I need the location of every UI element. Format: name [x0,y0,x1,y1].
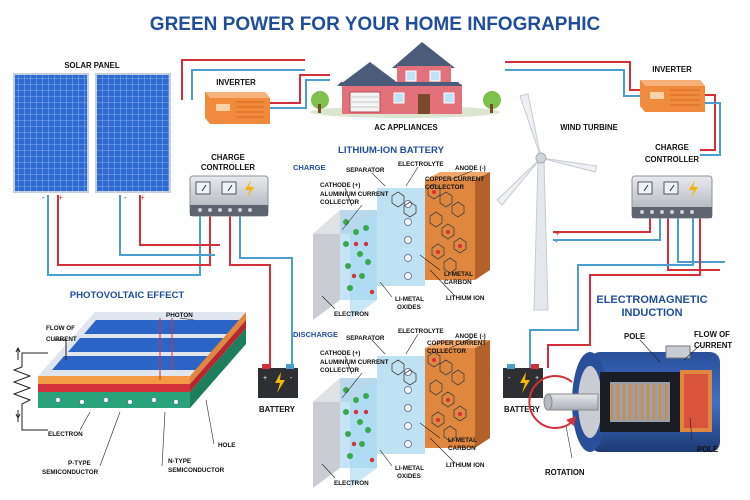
inverter-left-label: INVERTER [216,78,256,87]
discharge-tag: DISCHARGE [293,330,338,339]
li-ion-cell-discharge [313,340,490,488]
li-charge-lithium-ion: LITHIUM ION [446,295,485,302]
solar-panel: - + - + [13,73,171,202]
pv-callouts [79,317,215,467]
motor [528,345,720,452]
li-discharge-electron: ELECTRON [334,480,369,487]
pv-hole: HOLE [218,442,236,449]
pv-n-type-1: N-TYPE [168,458,191,465]
pv-electron: ELECTRON [48,431,83,438]
li-charge-copper-2: COLLECTOR [425,184,465,191]
svg-text:+: + [263,375,267,382]
charge-controller-left [189,175,269,217]
li-charge-separator: SEPARATOR [346,167,385,174]
li-ion-title: LITHIUM-ION BATTERY [338,145,445,156]
li-charge-anode: ANODE (-) [455,165,486,172]
pv-circuit [12,339,67,431]
li-discharge-lithium-ion: LITHIUM ION [446,462,485,469]
li-charge-electrolyte: ELECTROLYTE [398,161,444,168]
house [310,42,501,118]
li-discharge-li-metal-carbon-1: LI-METAL [448,437,477,444]
bolt-icon [245,180,254,198]
charge-controller-left-label-2: CONTROLLER [201,163,256,172]
li-discharge-copper-2: COLLECTOR [427,348,467,355]
battery-left: +- [258,364,298,398]
em-pole-top: POLE [624,332,645,341]
li-charge-copper-1: COPPER CURRENT [425,176,484,183]
solar-panel-label: SOLAR PANEL [64,61,120,70]
inverter-left [205,92,270,124]
wind-turbine: + - [496,93,598,311]
li-discharge-copper-1: COPPER CURRENT [427,340,486,347]
charge-controller-left-label-1: CHARGE [211,153,245,162]
li-charge-aluminium-1: ALUMINIUM CURRENT [320,191,389,198]
em-flow-2: CURRENT [694,341,732,350]
em-pole-bottom: POLE [697,445,718,454]
li-charge-li-metal-oxides-1: LI-METAL [395,296,424,303]
li-ion-charge-callouts [321,166,473,310]
ac-appliances-label: AC APPLIANCES [374,123,437,132]
li-discharge-cathode: CATHODE (+) [320,350,360,357]
pv-p-type-1: P-TYPE [68,460,91,467]
pv-flow-1: FLOW OF [46,325,75,332]
pv-n-type-2: SEMICONDUCTOR [168,467,225,474]
li-discharge-li-metal-carbon-2: CARBON [448,445,476,452]
svg-text:-: - [290,375,293,382]
svg-text:-: - [555,237,558,246]
svg-text:+: + [58,193,63,202]
li-charge-li-metal-carbon-2: CARBON [444,279,472,286]
li-charge-cathode: CATHODE (+) [320,182,360,189]
li-discharge-anode: ANODE (-) [455,333,486,340]
em-title-2: INDUCTION [621,307,682,319]
li-discharge-aluminium-1: ALUMINIUM CURRENT [320,359,389,366]
pv-flow-2: CURRENT [46,336,77,343]
inverter-right [640,80,705,112]
charge-tag: CHARGE [293,163,326,172]
pv-p-type-2: SEMICONDUCTOR [42,469,99,476]
li-discharge-li-metal-oxides-1: LI-METAL [395,465,424,472]
em-rotation: ROTATION [545,468,585,477]
pv-title: PHOTOVOLTAIC EFFECT [70,290,185,301]
wind-turbine-label: WIND TURBINE [560,123,618,132]
li-discharge-electrolyte: ELECTROLYTE [398,328,444,335]
charge-controller-right-label-1: CHARGE [655,143,689,152]
charge-controller-right-label-2: CONTROLLER [645,155,700,164]
bolt-icon [689,180,698,198]
battery-right-label: BATTERY [504,405,541,414]
page-title: GREEN POWER FOR YOUR HOME INFOGRAPHIC [150,14,601,35]
svg-text:-: - [42,193,45,202]
wiring [47,59,725,370]
li-charge-electron: ELECTRON [334,311,369,318]
inverter-right-label: INVERTER [652,65,692,74]
pv-cell [38,312,246,408]
battery-left-label: BATTERY [259,405,296,414]
em-callouts [565,339,701,459]
li-discharge-aluminium-2: COLLECTOR [320,367,360,374]
charge-controller-right [631,175,713,219]
li-discharge-separator: SEPARATOR [346,335,385,342]
svg-text:+: + [535,375,539,382]
li-charge-aluminium-2: COLLECTOR [320,199,360,206]
svg-text:+: + [555,229,560,238]
li-charge-li-metal-oxides-2: OXIDES [397,304,421,311]
battery-right: -+ [503,364,543,398]
li-ion-discharge-callouts [321,333,473,479]
li-charge-li-metal-carbon-1: LI-METAL [444,271,473,278]
li-ion-cell-charge [313,172,490,320]
em-flow-1: FLOW OF [694,330,730,339]
svg-text:-: - [508,375,511,382]
pv-photon: PHOTON [166,312,193,319]
li-discharge-li-metal-oxides-2: OXIDES [397,473,421,480]
em-title-1: ELECTROMAGNETIC [596,294,707,306]
svg-text:+: + [140,193,145,202]
svg-text:-: - [124,193,127,202]
